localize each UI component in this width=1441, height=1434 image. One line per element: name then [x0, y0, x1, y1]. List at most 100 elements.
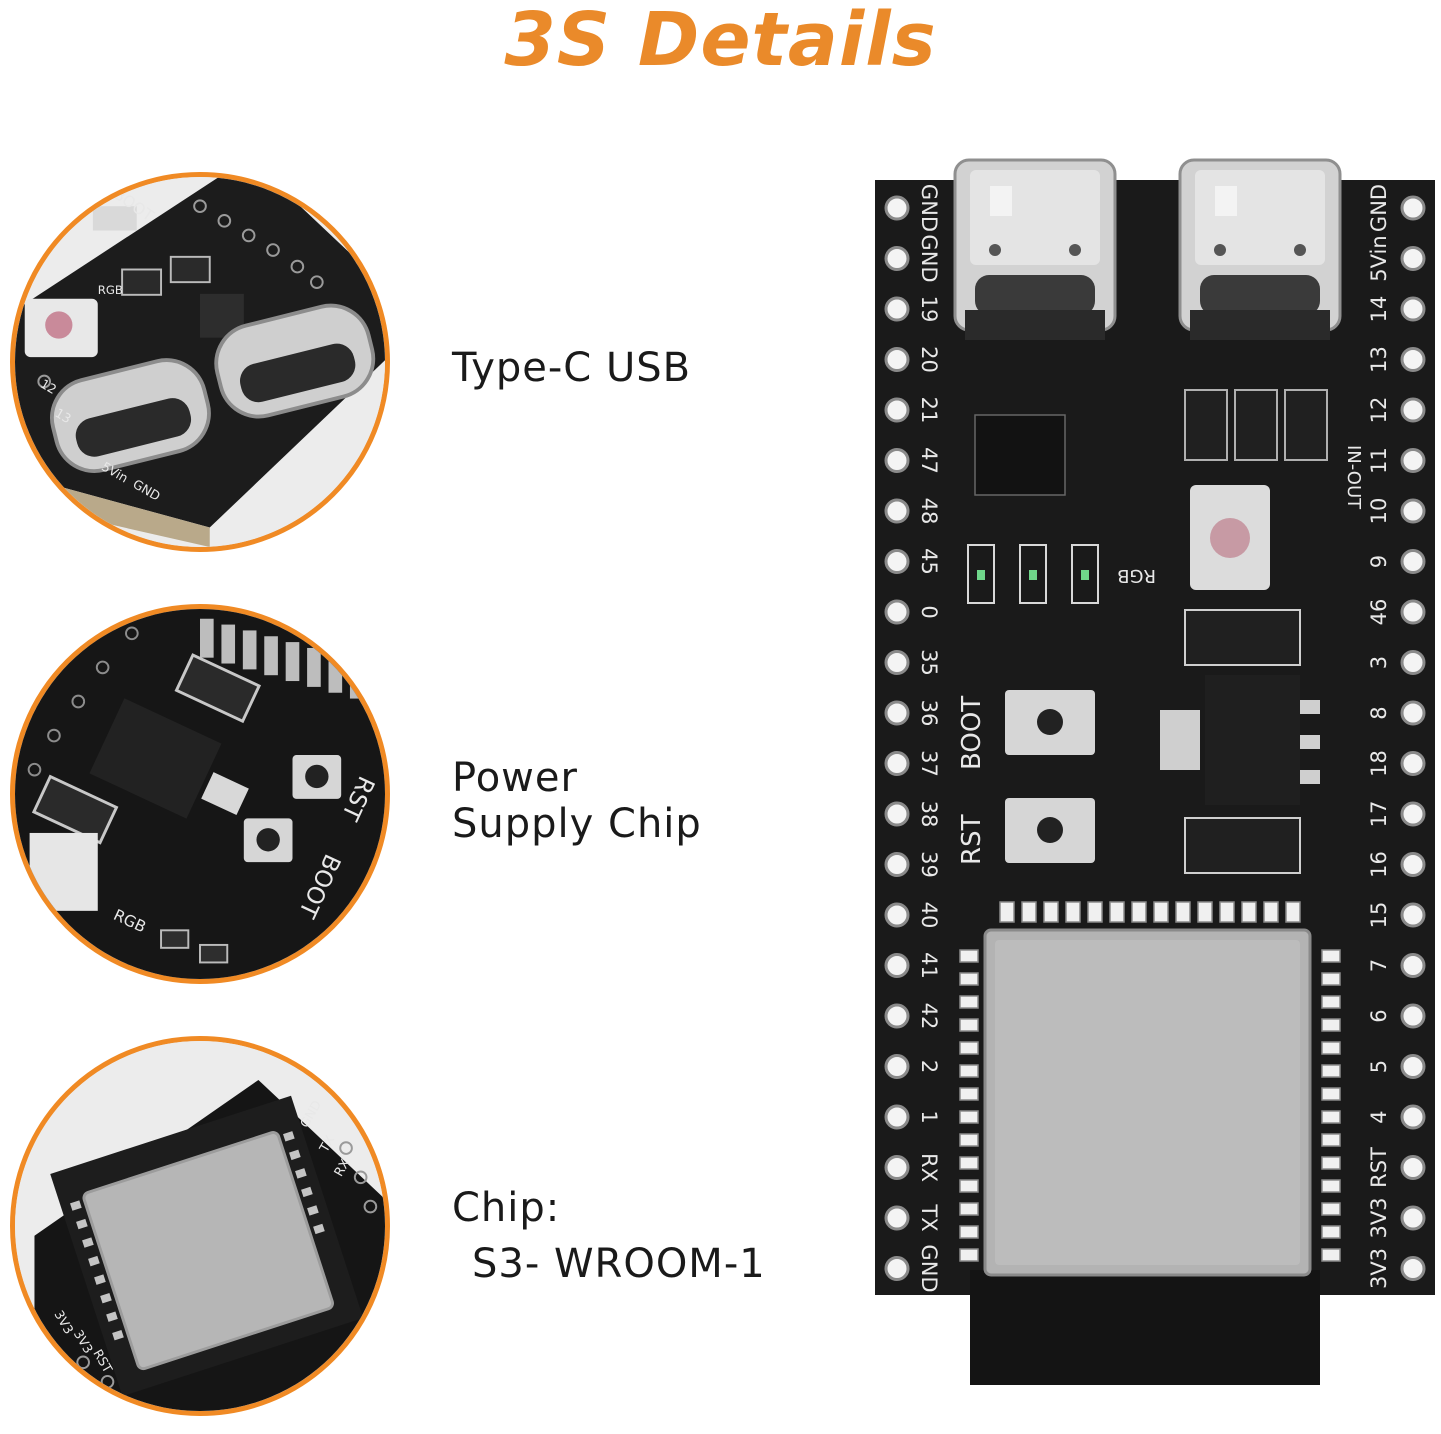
right-pin-label: RST [1367, 1147, 1391, 1188]
left-pin-hole-15 [884, 953, 910, 978]
left-pin-hole-14 [884, 902, 910, 928]
module-top-pad [1175, 901, 1191, 923]
left-pin-label: 47 [917, 447, 941, 474]
left-pin-label: 20 [917, 346, 941, 373]
module-left-pad [959, 1087, 979, 1101]
left-pin-label: 0 [917, 605, 941, 618]
module-right-pad [1321, 1018, 1341, 1032]
module-right-pad [1321, 1064, 1341, 1078]
module-right-pad [1321, 949, 1341, 963]
module-top-pad [1065, 901, 1081, 923]
left-pin-label: 19 [917, 296, 941, 323]
module-left-pad [959, 1248, 979, 1262]
right-pin-label: 7 [1367, 959, 1391, 972]
boot-button[interactable] [1005, 690, 1095, 755]
module-right-pad [1321, 1133, 1341, 1147]
right-pin-hole-12 [1400, 801, 1426, 827]
left-pin-label: 40 [917, 902, 941, 929]
pin-holes [884, 195, 1426, 1281]
rst-button[interactable] [1005, 798, 1095, 863]
right-pin-hole-21 [1400, 1256, 1426, 1281]
right-pin-label: 3 [1367, 656, 1391, 669]
right-pin-label: 18 [1367, 750, 1391, 777]
module-top-pad [1219, 901, 1235, 923]
left-pin-hole-11 [884, 751, 910, 776]
usb-c-port-right [1178, 158, 1342, 340]
right-pin-hole-0 [1400, 195, 1426, 221]
right-pin-label: 14 [1367, 296, 1391, 323]
diode-row [1184, 389, 1328, 461]
module-left-pad [959, 1179, 979, 1193]
module-top-pad [1285, 901, 1301, 923]
module-right-pad [1321, 1179, 1341, 1193]
usb-closeup-lens: BOOT RGB 5Vin GND 13 12 [10, 172, 390, 552]
power-regulator-chip [1205, 675, 1300, 805]
right-pin-hole-20 [1400, 1205, 1426, 1231]
module-right-pad [1321, 995, 1341, 1009]
right-pin-hole-4 [1400, 397, 1426, 423]
left-pin-label: 37 [917, 750, 941, 777]
left-pin-label: 48 [917, 498, 941, 525]
left-pin-label: GND [917, 234, 941, 282]
module-pads [959, 901, 1341, 1262]
left-pin-label: GND [917, 1244, 941, 1292]
right-pin-label: 46 [1367, 599, 1391, 626]
right-pin-label: 5 [1367, 1060, 1391, 1073]
callout-type-c-usb: Type-C USB [452, 345, 691, 391]
page-title: 3S Details [504, 0, 937, 83]
right-pin-label: 12 [1367, 397, 1391, 424]
in-out-label: IN-OUT [1343, 445, 1364, 510]
module-top-pad [1263, 901, 1279, 923]
right-pin-hole-14 [1400, 902, 1426, 928]
power-closeup-illustration: RGB BOOT RST [15, 609, 385, 979]
right-pin-label: 5Vin [1367, 235, 1391, 281]
right-pin-hole-7 [1400, 549, 1426, 574]
module-top-pad [1021, 901, 1037, 923]
module-top-pad [999, 901, 1015, 923]
left-pin-hole-10 [884, 700, 910, 726]
left-pin-hole-4 [884, 397, 910, 423]
module-right-pad [1321, 1225, 1341, 1239]
module-left-pad [959, 1041, 979, 1055]
module-left-pad [959, 995, 979, 1009]
regulator-tab [1160, 710, 1200, 770]
right-pin-label: 4 [1367, 1110, 1391, 1123]
left-pin-hole-8 [884, 599, 910, 625]
right-pin-label: 3V3 [1367, 1197, 1391, 1238]
left-pin-label: 21 [917, 397, 941, 424]
boot-label: BOOT [957, 696, 987, 770]
right-pin-label: 16 [1367, 851, 1391, 878]
rst-label: RST [957, 814, 987, 865]
left-pin-label: 2 [917, 1060, 941, 1073]
wroom-module [983, 928, 1312, 1277]
chip-closeup-illustration: GND TX RX 3V3 3V3 RST [15, 1041, 385, 1411]
right-pin-hole-11 [1400, 751, 1426, 776]
usb-c-port-left [953, 158, 1117, 340]
left-pin-label: 39 [917, 851, 941, 878]
left-pin-label: GND [917, 184, 941, 232]
left-pin-hole-20 [884, 1205, 910, 1231]
module-right-pad [1321, 1202, 1341, 1216]
usb-closeup-illustration: BOOT RGB 5Vin GND 13 12 [15, 177, 385, 547]
left-pin-hole-12 [884, 801, 910, 827]
module-left-pad [959, 1064, 979, 1078]
right-pin-label: 10 [1367, 498, 1391, 525]
module-right-pad [1321, 1156, 1341, 1170]
left-pin-hole-9 [884, 650, 910, 675]
right-pin-label: 8 [1367, 706, 1391, 719]
left-pin-hole-17 [884, 1054, 910, 1079]
module-left-pad [959, 1110, 979, 1124]
callout-chip: Chip: S3- WROOM-1 [452, 1185, 766, 1287]
right-pin-hole-1 [1400, 246, 1426, 271]
module-left-pad [959, 1225, 979, 1239]
callout-type-c-usb-line: Type-C USB [452, 345, 692, 391]
module-left-pad [959, 1133, 979, 1147]
callout-chip-line-2: S3- WROOM-1 [472, 1241, 766, 1287]
left-pin-label: RX [917, 1153, 941, 1182]
module-right-pad [1321, 1087, 1341, 1101]
left-pin-hole-21 [884, 1256, 910, 1281]
callout-power-line-1: Power [452, 755, 578, 801]
usb-lens-13-label: 13 [52, 405, 73, 426]
right-pin-hole-9 [1400, 650, 1426, 675]
